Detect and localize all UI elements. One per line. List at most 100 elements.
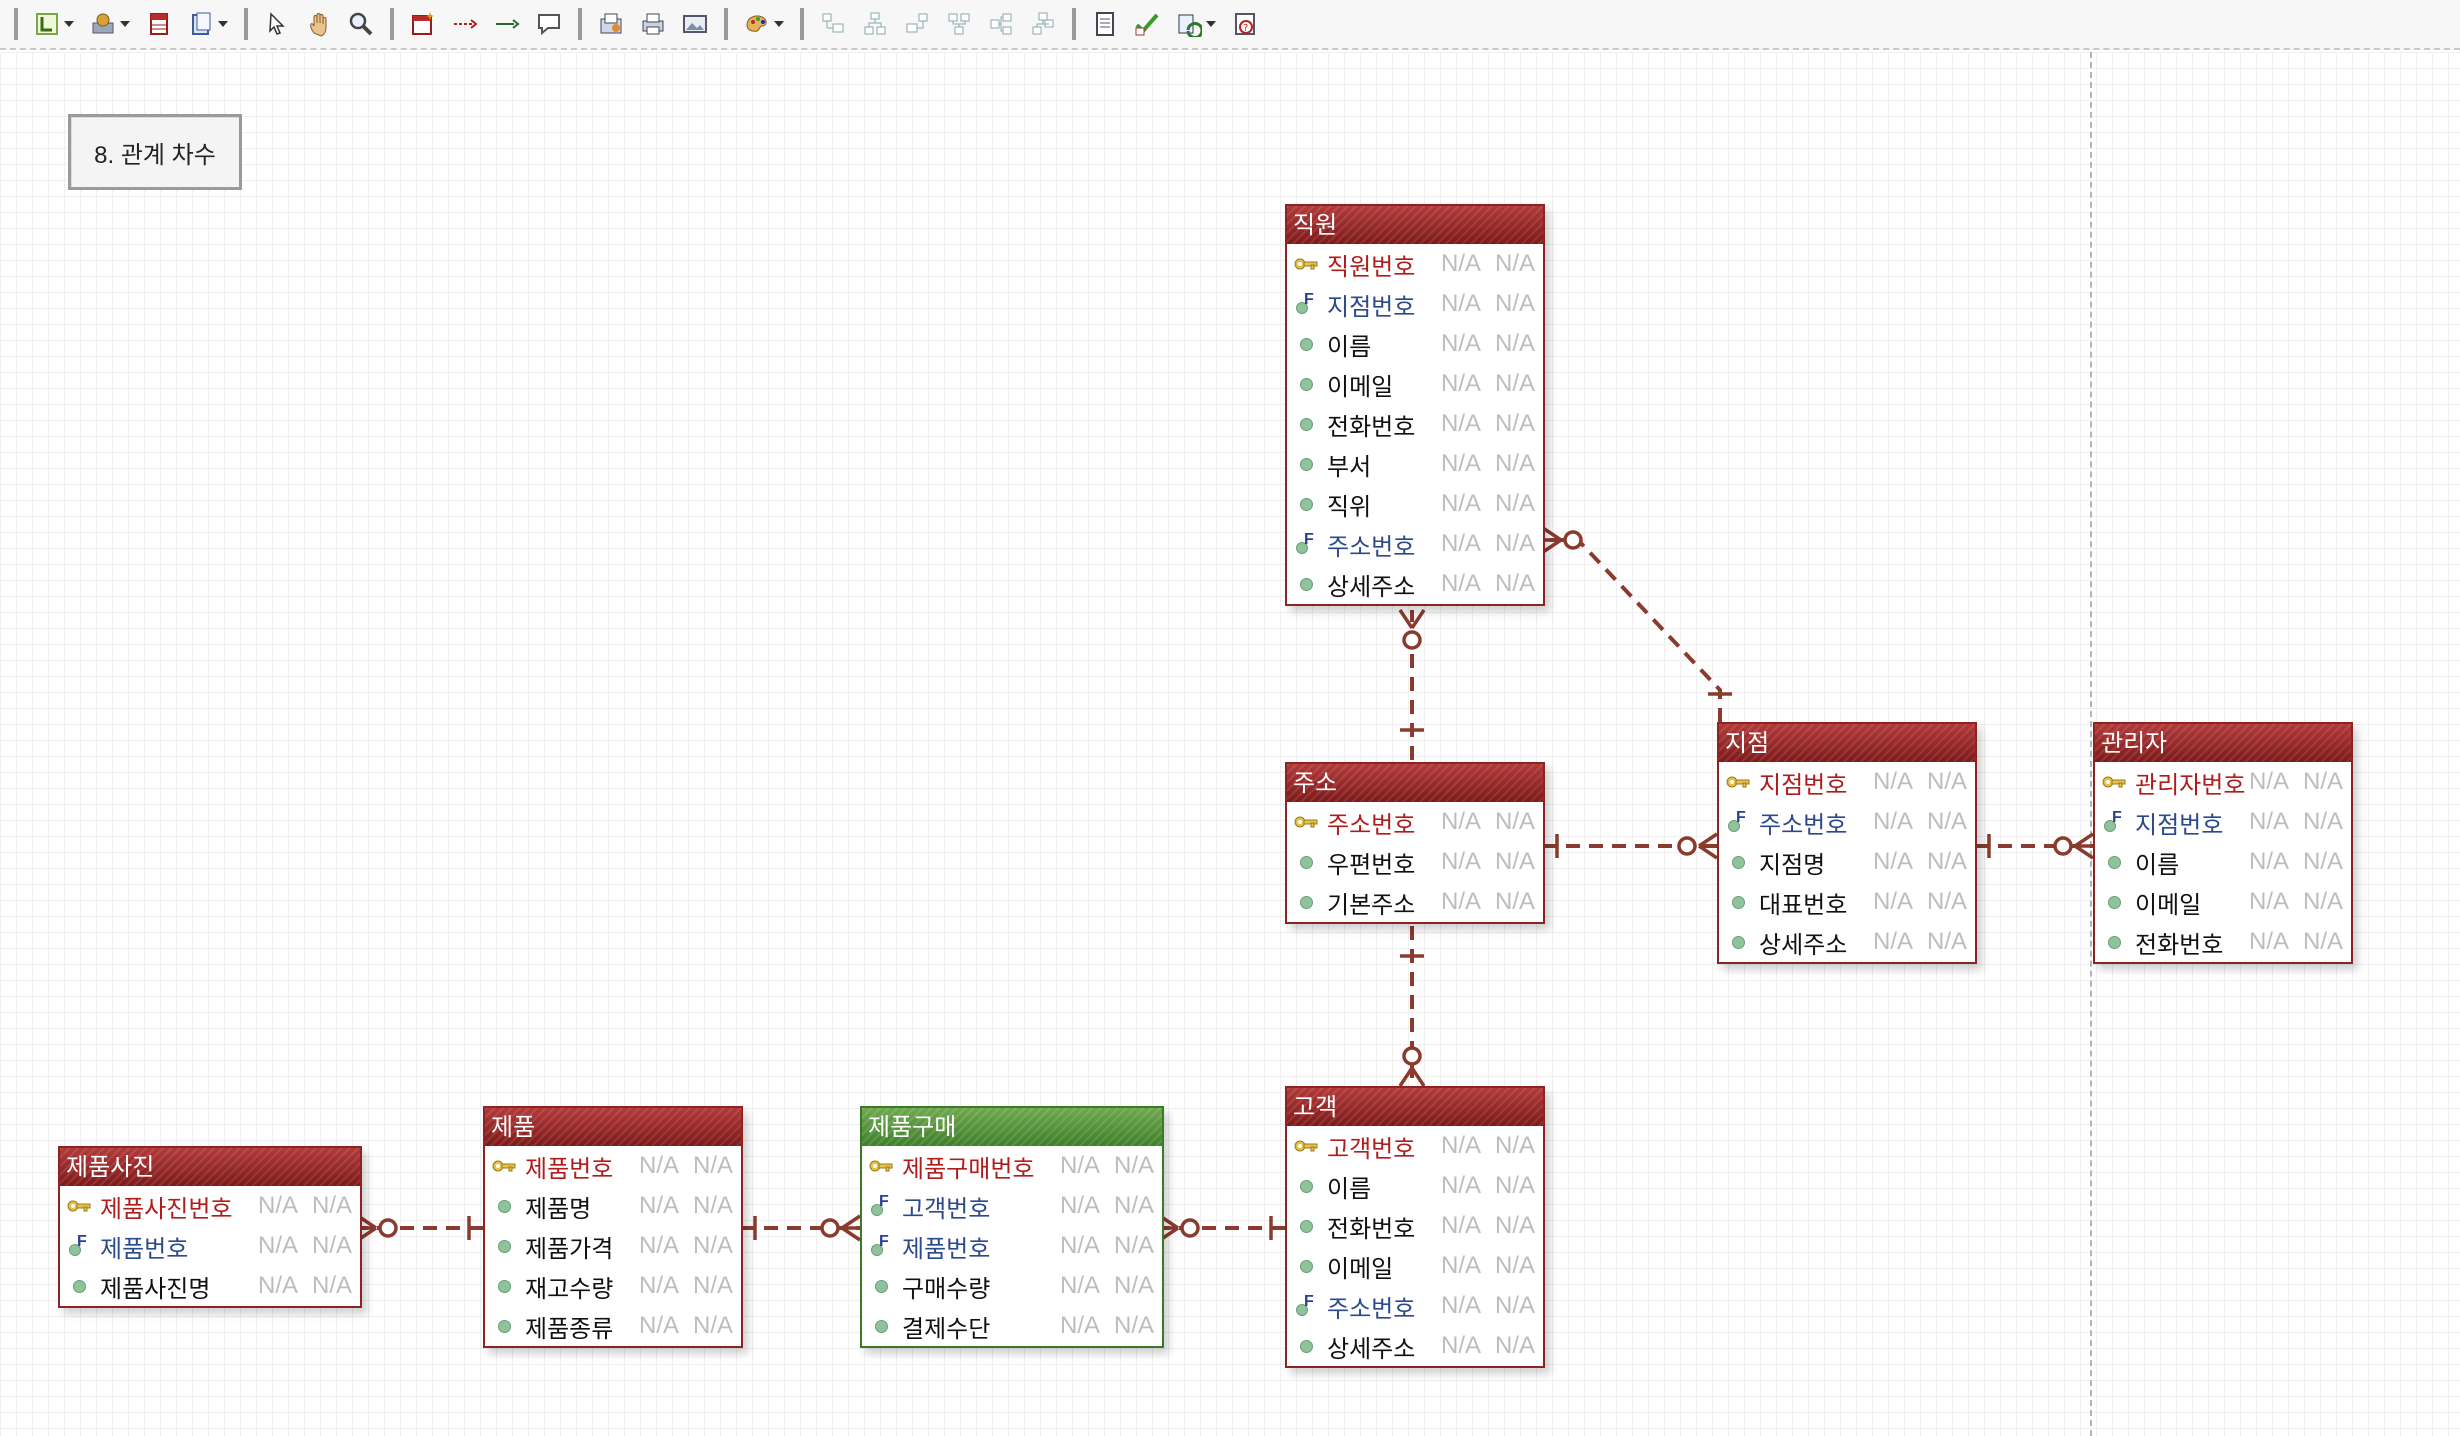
attribute-type: N/A <box>1441 888 1482 915</box>
primary-key-icon <box>2101 775 2127 789</box>
attribute-name: 이메일 <box>1327 1255 1394 1283</box>
image-icon[interactable] <box>680 9 710 39</box>
foreign-key-icon: F <box>2101 809 2127 833</box>
align-middle-icon[interactable] <box>986 9 1016 39</box>
attribute-dot-icon <box>1725 895 1751 909</box>
hand-icon[interactable] <box>304 9 334 39</box>
export-icon[interactable] <box>596 9 626 39</box>
attribute-type: N/A <box>1441 1332 1482 1359</box>
diagram-canvas[interactable] <box>0 52 2460 1436</box>
table-icon[interactable] <box>144 9 174 39</box>
diagram-title-note[interactable]: 8. 관계 차수 <box>68 114 242 190</box>
align-bottom-icon[interactable] <box>1028 9 1058 39</box>
attribute-type: N/A <box>1441 490 1482 517</box>
help-icon[interactable]: ? <box>1230 9 1260 39</box>
attribute-dot-icon <box>1293 1259 1319 1273</box>
document-icon[interactable] <box>1090 9 1120 39</box>
attribute-dot-icon <box>2101 895 2127 909</box>
foreign-key-icon: F <box>868 1233 894 1257</box>
page-icon[interactable] <box>186 9 230 39</box>
attribute-type: N/A <box>639 1232 680 1259</box>
attribute-name: 관리자번호 <box>2135 771 2246 799</box>
attribute-nullable: N/A <box>1495 570 1536 597</box>
relation-dashed-icon[interactable] <box>450 9 480 39</box>
pointer-icon[interactable] <box>262 9 292 39</box>
attribute-dot-icon <box>868 1319 894 1333</box>
align-left-icon[interactable] <box>818 9 848 39</box>
attribute-name: 재고수량 <box>525 1275 614 1303</box>
entity-title: 주소 <box>1287 764 1543 802</box>
note-icon[interactable] <box>534 9 564 39</box>
align-right-icon[interactable] <box>902 9 932 39</box>
attribute-name: 제품사진번호 <box>100 1195 233 1223</box>
zoom-icon[interactable] <box>346 9 376 39</box>
attribute-name: 지점번호 <box>1327 293 1416 321</box>
entity-title: 제품사진 <box>60 1148 360 1186</box>
validate-icon[interactable] <box>1132 9 1162 39</box>
attribute-nullable: N/A <box>2303 888 2344 915</box>
palette-icon[interactable] <box>88 9 132 39</box>
attribute-dot-icon <box>1293 497 1319 511</box>
align-center-icon[interactable] <box>860 9 890 39</box>
theme-icon[interactable] <box>742 9 786 39</box>
layout-icon[interactable] <box>32 9 76 39</box>
new-table-icon[interactable] <box>408 9 438 39</box>
print-icon[interactable] <box>638 9 668 39</box>
attribute-name: 이메일 <box>1327 373 1394 401</box>
align-top-icon[interactable] <box>944 9 974 39</box>
relation-solid-icon[interactable] <box>492 9 522 39</box>
attribute-nullable: N/A <box>312 1192 353 1219</box>
sync-icon[interactable] <box>1174 9 1218 39</box>
